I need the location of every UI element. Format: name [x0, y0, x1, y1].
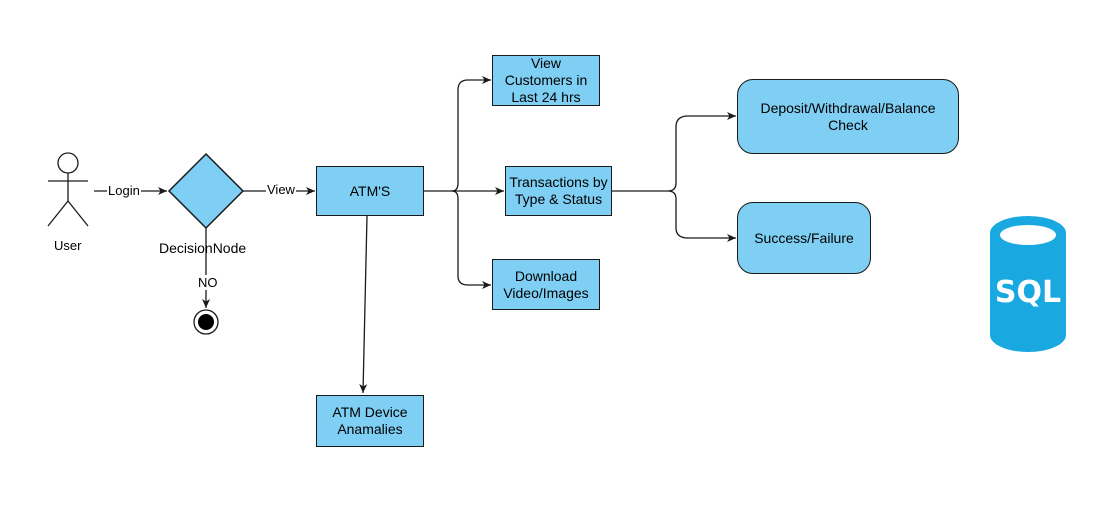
sql-label: SQL [995, 275, 1061, 310]
decision-label: DecisionNode [159, 240, 247, 256]
transactions-node: Transactions by Type & Status [505, 166, 612, 216]
sql-database-icon: SQL [990, 216, 1066, 352]
actor-label: User [54, 238, 82, 253]
edge-transactions-deposit [667, 112, 736, 192]
success-failure-node: Success/Failure [737, 202, 871, 274]
anomalies-node: ATM Device Anamalies [316, 395, 424, 447]
edge-atms-view-customers [451, 76, 491, 192]
edge-atms-anomalies [359, 215, 368, 394]
edge-label-login: Login [107, 183, 141, 198]
atms-node: ATM'S [316, 166, 424, 216]
deposit-withdrawal-node: Deposit/Withdrawal/Balance Check [737, 79, 959, 154]
download-node: Download Video/Images [492, 259, 600, 310]
edge-atms-download [451, 190, 491, 289]
actor-figure [47, 152, 89, 227]
final-node [193, 309, 219, 335]
decision-diamond [167, 152, 245, 230]
edge-label-no: NO [197, 275, 219, 290]
view-customers-node: View Customers in Last 24 hrs [492, 55, 600, 106]
edge-transactions-success [667, 190, 736, 242]
edge-label-view: View [266, 182, 296, 197]
